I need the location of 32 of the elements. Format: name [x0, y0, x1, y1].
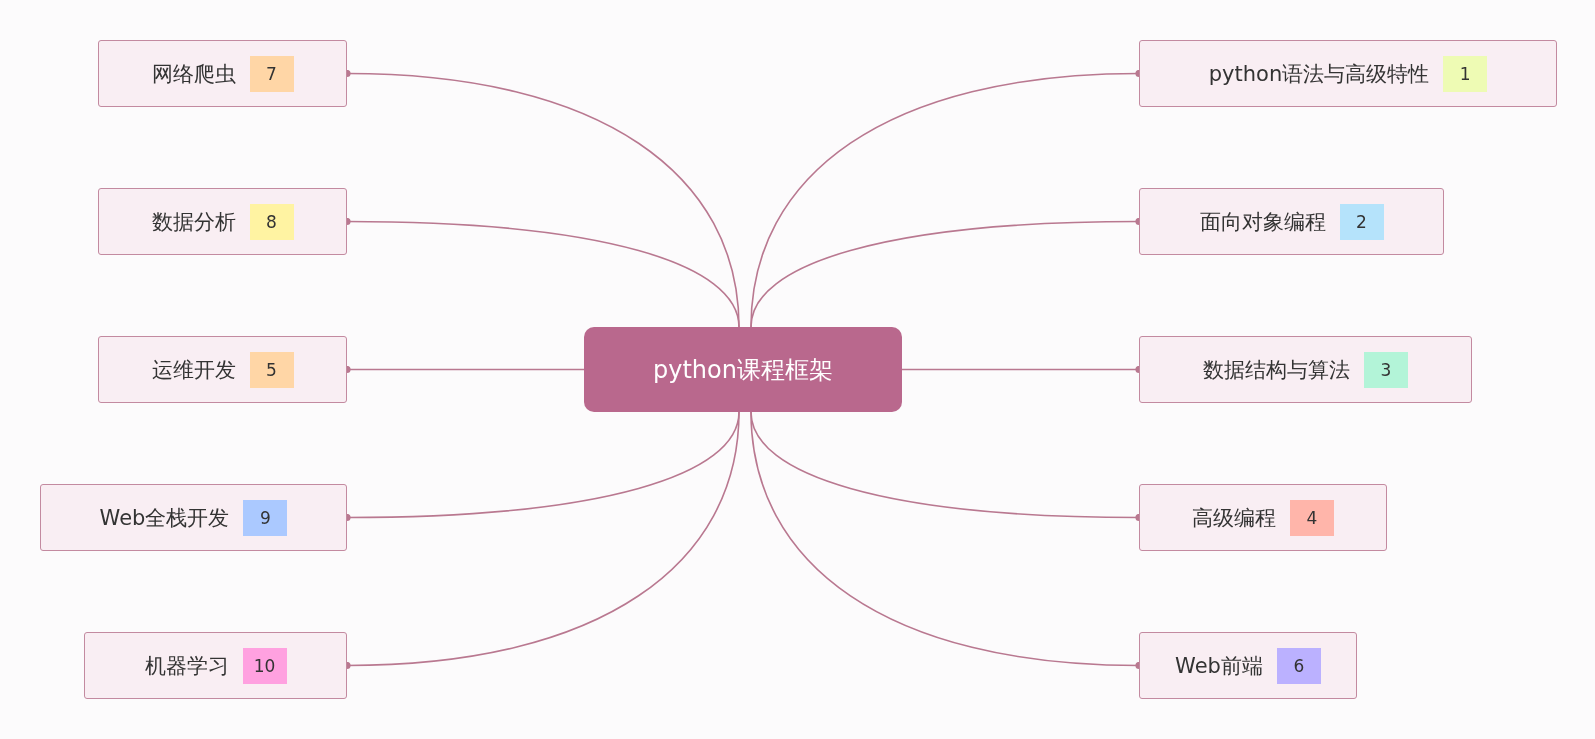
- topic-box: [98, 336, 347, 403]
- topic-box: [84, 632, 347, 699]
- topic-text: python语法与高级特性: [1208, 60, 1430, 88]
- number-badge: 10: [242, 647, 287, 684]
- topic-text: 高级编程: [1192, 504, 1276, 532]
- number-badge: 6: [1276, 647, 1321, 684]
- topic-box: [98, 40, 347, 107]
- number-badge: 1: [1443, 55, 1488, 92]
- topic-box: [1139, 40, 1557, 107]
- number-badge: 5: [249, 351, 294, 388]
- number-badge: 3: [1364, 351, 1408, 388]
- topic-text: 面向对象编程: [1199, 208, 1326, 236]
- number-badge: 8: [249, 203, 294, 240]
- number-badge: 2: [1339, 203, 1384, 240]
- topic-box: [1139, 188, 1444, 255]
- topic-text: 数据分析: [151, 208, 236, 236]
- topic-text: 网络爬虫: [151, 60, 236, 88]
- topic-box: [98, 188, 347, 255]
- topic-text: 数据结构与算法: [1203, 356, 1350, 384]
- topic-text: Web前端: [1175, 652, 1263, 680]
- topic-box: [1139, 336, 1472, 403]
- topic-box: [1139, 632, 1357, 699]
- topic-text: Web全栈开发: [99, 504, 230, 532]
- topic-box: [1139, 484, 1387, 551]
- topic-box: [40, 484, 347, 551]
- number-badge: 9: [243, 499, 288, 536]
- number-badge: 4: [1290, 499, 1334, 536]
- central-topic-box: [584, 327, 902, 412]
- topic-text: 运维开发: [151, 356, 236, 384]
- central-topic-text: python课程框架: [653, 354, 833, 386]
- topic-text: 机器学习: [144, 652, 229, 680]
- number-badge: 7: [249, 55, 294, 92]
